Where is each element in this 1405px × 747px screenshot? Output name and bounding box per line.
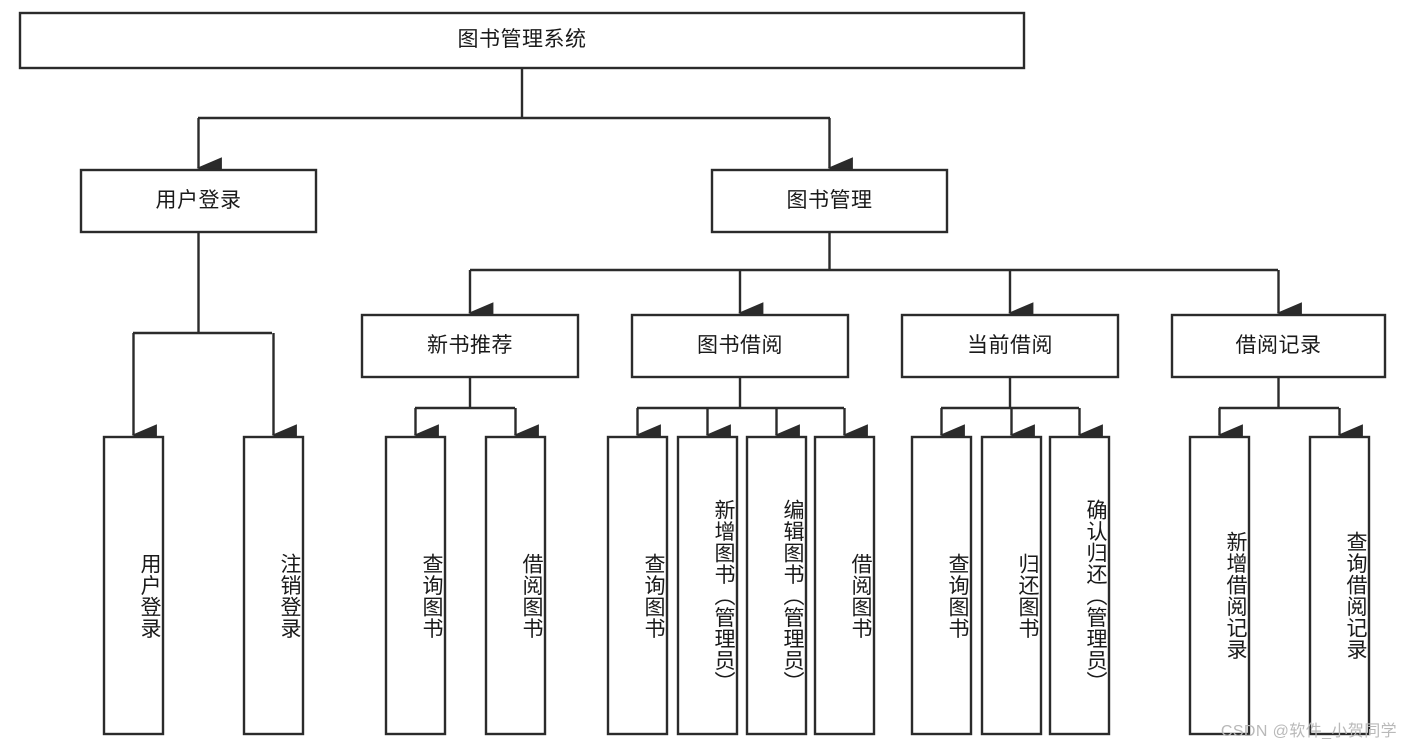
node-box-leaf-add-borrow-record[interactable] (1188, 435, 1251, 736)
node-box-leaf-edit-book[interactable] (745, 435, 808, 736)
csdn-watermark: CSDN @软件_小贺同学 (1220, 723, 1397, 740)
node-box-root[interactable] (18, 11, 1026, 70)
node-box-leaf-query-book-2[interactable] (606, 435, 669, 736)
connector-layer (131, 68, 1363, 446)
node-box-leaf-query-borrow-record[interactable] (1308, 435, 1371, 736)
node-box-leaf-query-book-1[interactable] (384, 435, 447, 736)
node-box-new-book-recommend[interactable] (360, 313, 580, 379)
node-box-user-login[interactable] (79, 168, 318, 234)
node-box-book-management[interactable] (710, 168, 949, 234)
node-box-leaf-borrow-book-1[interactable] (484, 435, 547, 736)
node-box-leaf-confirm-return[interactable] (1048, 435, 1111, 736)
node-box-borrow-record[interactable] (1170, 313, 1387, 379)
node-box-leaf-query-book-3[interactable] (910, 435, 973, 736)
node-box-leaf-borrow-book-2[interactable] (813, 435, 876, 736)
node-box-leaf-return-book[interactable] (980, 435, 1043, 736)
node-box-leaf-add-book[interactable] (676, 435, 739, 736)
node-box-book-borrow[interactable] (630, 313, 850, 379)
box-layer (18, 11, 1387, 736)
node-box-leaf-user-login[interactable] (102, 435, 165, 736)
node-box-leaf-user-logout[interactable] (242, 435, 305, 736)
node-box-current-borrow[interactable] (900, 313, 1120, 379)
